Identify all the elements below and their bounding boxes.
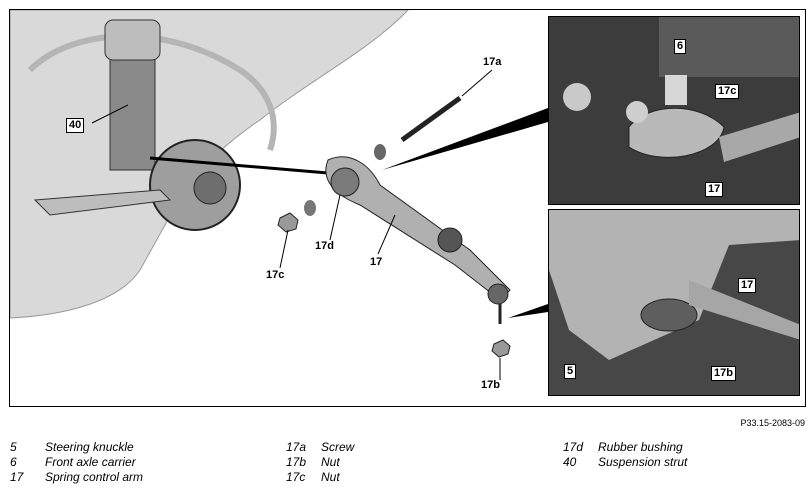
nut-17c	[277, 212, 299, 233]
figure-code: P33.15-2083-09	[740, 418, 805, 428]
callout-17c-main: 17c	[266, 269, 285, 281]
legend-text: Front axle carrier	[45, 455, 136, 469]
legend-text: Spring control arm	[45, 470, 144, 484]
legend-column-1: 5 Steering knuckle 6 Front axle carrier 17…	[10, 440, 143, 485]
legend-key: 5	[10, 440, 17, 454]
leader-17a	[461, 69, 493, 97]
washer-17c	[304, 200, 316, 216]
callout-17d: 17d	[315, 240, 334, 252]
legend-item: 40 Suspension strut	[563, 455, 687, 470]
inset-photo-top: 6 17c 17	[548, 16, 800, 205]
nut-17b	[491, 339, 511, 358]
strut-spring	[109, 49, 156, 171]
pointer-line	[149, 156, 329, 175]
legend-key: 17a	[286, 440, 307, 454]
inset-bottom-callout-17b: 17b	[711, 366, 736, 381]
legend-item: 17d Rubber bushing	[563, 440, 687, 455]
legend-item: 17a Screw	[286, 440, 354, 455]
leader-17c	[279, 229, 289, 269]
legend-item: 6 Front axle carrier	[10, 455, 143, 470]
inset-photo-bottom: 17 5 17b	[548, 209, 800, 396]
legend-text: Screw	[321, 440, 355, 454]
lower-arm-installed	[33, 189, 172, 216]
legend-key: 17b	[286, 455, 307, 469]
legend-item: 17c Nut	[286, 470, 354, 485]
legend-text: Nut	[321, 455, 340, 469]
legend-item: 17b Nut	[286, 455, 354, 470]
fender-arch	[27, 33, 277, 151]
legend-text: Nut	[321, 470, 340, 484]
screw-17a	[400, 95, 462, 143]
leader-to-top-inset	[382, 108, 548, 170]
inset-top-callout-6: 6	[674, 39, 687, 54]
legend-key: 6	[10, 455, 17, 469]
legend-item: 17 Spring control arm	[10, 470, 143, 485]
legend-text: Rubber bushing	[598, 440, 683, 454]
legend-key: 17c	[286, 470, 306, 484]
exploded-view-figure: 40 17a 17d 17 17c 17b 6 17c 17 17 5 17b	[9, 9, 806, 407]
washer-17a	[374, 144, 386, 160]
callout-17-main: 17	[370, 256, 383, 268]
inset-top-callout-17: 17	[705, 182, 724, 197]
legend-key: 17d	[563, 440, 584, 454]
rubber-bushing	[330, 167, 360, 197]
ball-joint-top	[437, 227, 463, 253]
leader-40	[91, 104, 129, 124]
inset-bottom-callout-5: 5	[564, 364, 577, 379]
legend-text: Suspension strut	[598, 455, 688, 469]
inset-bottom-callout-17: 17	[738, 278, 757, 293]
leader-17	[377, 214, 396, 255]
legend-column-3: 17d Rubber bushing 40 Suspension strut	[563, 440, 687, 470]
ball-joint-end	[487, 283, 509, 305]
brake-hub	[193, 171, 227, 205]
strut-top	[104, 19, 161, 61]
legend-key: 17	[10, 470, 24, 484]
legend-text: Steering knuckle	[45, 440, 134, 454]
inset-top-callout-17c: 17c	[715, 84, 740, 99]
leader-to-bottom-inset	[508, 304, 548, 318]
drawing-canvas	[10, 10, 548, 380]
callout-17a: 17a	[483, 56, 502, 68]
legend-key: 40	[563, 455, 577, 469]
legend-item: 5 Steering knuckle	[10, 440, 143, 455]
callout-40: 40	[66, 118, 85, 133]
callout-17b-main: 17b	[481, 379, 500, 391]
leader-17d	[329, 194, 341, 241]
